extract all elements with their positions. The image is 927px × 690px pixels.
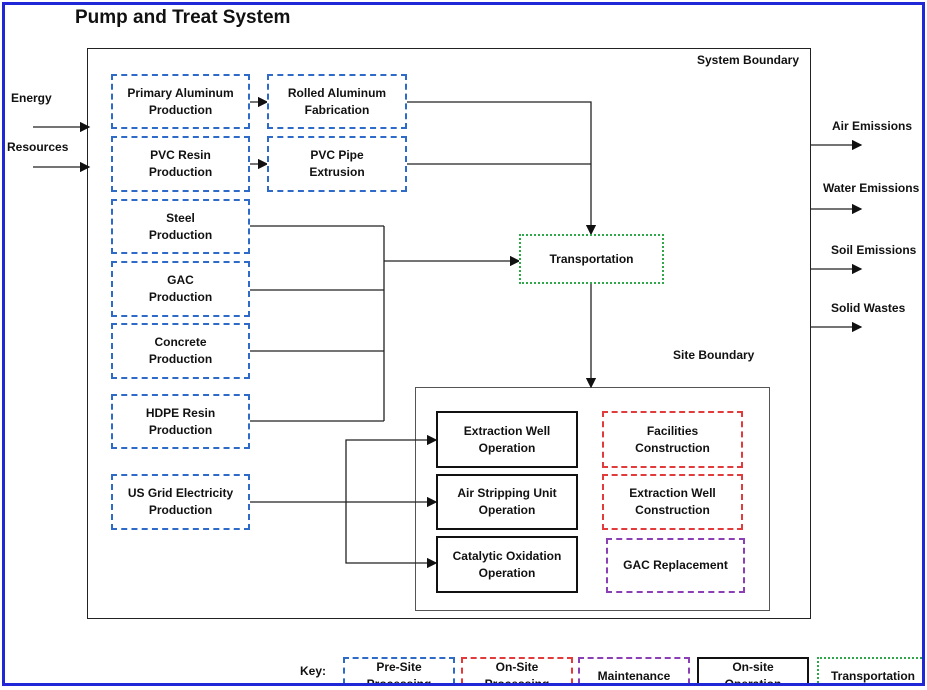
steel-label: Steel Production [148,210,213,242]
primary-aluminum-label: Primary Aluminum Production [127,85,234,117]
steel-box: Steel Production [111,199,250,254]
extraction-well-operation-label: Extraction Well Operation [463,423,551,455]
catalytic-oxidation-box: Catalytic Oxidation Operation [436,536,578,593]
key-on-site-operation-label: On-site Operation [724,660,782,686]
site-boundary-label: Site Boundary [673,348,755,362]
input-energy: Energy [11,91,52,105]
transportation-box: Transportation [519,234,664,284]
gac-label: GAC Production [148,273,213,304]
catalytic-oxidation-label: Catalytic Oxidation Operation [452,548,562,580]
primary-aluminum-box: Primary Aluminum Production [111,74,250,129]
grid-electricity-box: US Grid Electricity Production [111,474,250,530]
key-maintenance: Maintenance [578,657,690,683]
system-boundary-label: System Boundary [697,53,800,67]
key-label: Key: [300,664,327,678]
connector-lines [33,96,863,569]
facilities-construction-label: Facilities Construction [635,423,710,455]
key-maintenance-label: Maintenance [597,668,671,683]
key-on-site-operation: On-site Operation [697,657,809,686]
rolled-aluminum-box: Rolled Aluminum Fabrication [267,74,407,129]
key-pre-site: Pre-Site Processing [343,657,455,686]
transportation-label: Transportation [549,251,634,266]
output-air-emissions: Air Emissions [832,119,913,133]
gac-replacement-label: GAC Replacement [623,558,728,572]
system-boundary [87,48,811,619]
hdpe-label: HDPE Resin Production [145,405,216,437]
pvc-pipe-label: PVC Pipe Extrusion [309,148,365,179]
gac-box: GAC Production [111,261,250,317]
key-on-site-label: On-Site Processing [484,660,550,686]
pvc-resin-label: PVC Resin Production [148,148,213,179]
concrete-box: Concrete Production [111,323,250,379]
input-resources: Resources [7,140,69,154]
gac-replacement-box: GAC Replacement [606,538,745,593]
hdpe-box: HDPE Resin Production [111,394,250,449]
air-stripping-box: Air Stripping Unit Operation [436,474,578,530]
key-transportation: Transportation [817,657,922,683]
rolled-aluminum-label: Rolled Aluminum Fabrication [287,85,387,117]
output-solid-wastes: Solid Wastes [831,301,906,315]
extraction-well-construction-label: Extraction Well Construction [629,486,716,517]
extraction-well-operation-box: Extraction Well Operation [436,411,578,468]
key-transportation-label: Transportation [830,668,915,683]
pvc-resin-box: PVC Resin Production [111,136,250,192]
air-stripping-label: Air Stripping Unit Operation [457,486,557,517]
facilities-construction-box: Facilities Construction [602,411,743,468]
output-soil-emissions: Soil Emissions [831,243,917,257]
key-on-site: On-Site Processing [461,657,573,686]
concrete-label: Concrete Production [148,335,213,366]
output-water-emissions: Water Emissions [823,181,920,195]
extraction-well-construction-box: Extraction Well Construction [602,474,743,530]
grid-electricity-label: US Grid Electricity Production [127,486,234,517]
key-pre-site-label: Pre-Site Processing [366,660,432,686]
diagram-title: Pump and Treat System [75,7,291,28]
pvc-pipe-box: PVC Pipe Extrusion [267,136,407,192]
